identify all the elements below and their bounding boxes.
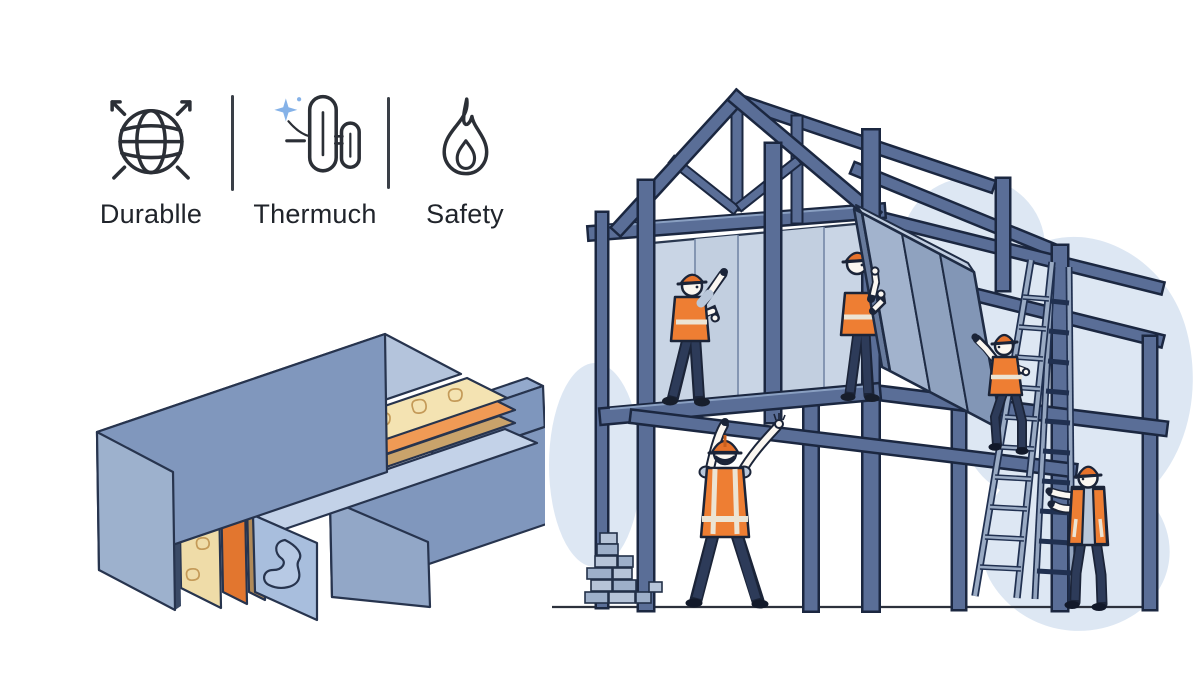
construction-scene-svg — [549, 87, 1193, 631]
brick-stack — [584, 532, 663, 604]
gable-truss — [608, 87, 884, 239]
worker-holding-ladder — [1045, 465, 1110, 611]
globe-expand-icon — [88, 85, 214, 193]
sandwich-panel-svg — [95, 332, 545, 622]
worker-2-hands — [867, 266, 887, 315]
panel-layer-interlock-liner — [251, 427, 539, 622]
flame-icon-svg — [442, 97, 489, 176]
wall-panel-board — [781, 227, 824, 400]
worker-hand — [720, 268, 728, 276]
panel-layer-outer-facing — [95, 332, 463, 612]
thermometer-comparison-icon — [250, 85, 380, 193]
feature-item-safety: Safety — [404, 85, 526, 230]
worker-climbing-ladder — [971, 333, 1031, 455]
sparkle-glyph — [274, 98, 298, 122]
wall-panels — [650, 221, 868, 414]
ladder-front-section — [971, 259, 1056, 599]
feature-label-safety: Safety — [426, 199, 504, 229]
feature-item-thermal: Thermuch — [250, 85, 380, 230]
feature-label-thermal: Thermuch — [253, 199, 377, 229]
feature-divider-2 — [387, 97, 390, 189]
worker-hand — [1045, 487, 1053, 495]
thermometer-comparison-icon-svg — [274, 94, 361, 173]
worker-reaching-up-center — [685, 413, 786, 609]
globe-expand-icon-svg — [110, 100, 192, 180]
flame-icon — [404, 85, 526, 193]
feature-divider-1 — [231, 95, 234, 191]
panel-layer-inner-facing — [328, 425, 545, 609]
worker-hand — [1047, 500, 1055, 508]
worker-hand — [721, 418, 729, 426]
feature-label-durable: Durablle — [99, 199, 203, 229]
feature-item-durable: Durablle — [88, 85, 214, 230]
stepladder — [971, 259, 1076, 602]
sandwich-panel-cutaway — [85, 330, 545, 630]
worker-hand — [971, 333, 979, 341]
worker-installing-panel-left — [662, 268, 728, 407]
construction-scene — [545, 75, 1200, 640]
interlock-cutout — [263, 538, 302, 589]
